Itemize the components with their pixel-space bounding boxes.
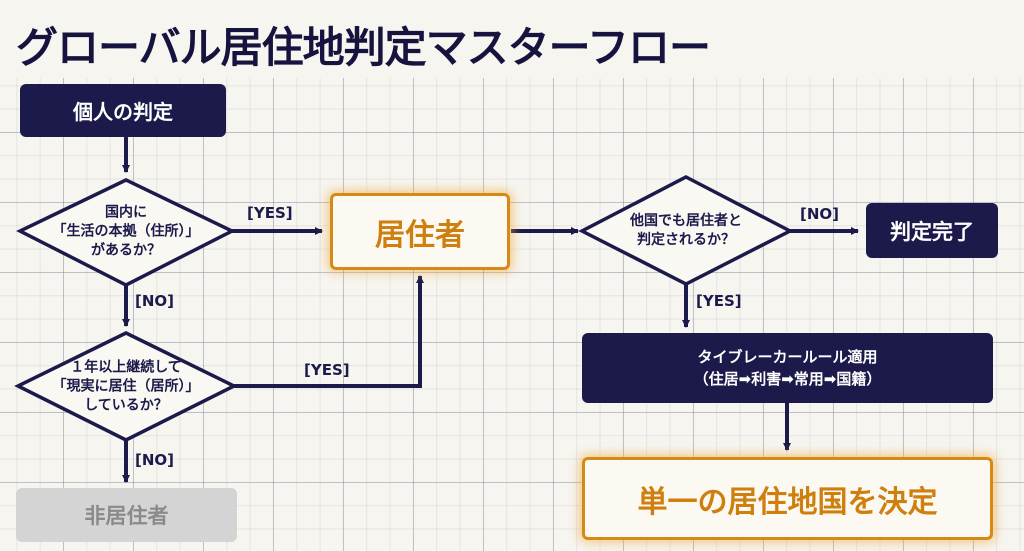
node-resident-label: 居住者 bbox=[375, 217, 465, 253]
edge-label-q1-yes: [YES] bbox=[247, 204, 293, 222]
node-start: 個人の判定 bbox=[20, 84, 226, 137]
edge-q2-yes bbox=[234, 275, 424, 388]
node-done-label: 判定完了 bbox=[890, 219, 974, 244]
edge-label-q2-yes: [YES] bbox=[304, 361, 350, 379]
decision-q2-text: １年以上継続して 「現実に居住（居所）」 しているか？ bbox=[53, 359, 200, 416]
decision-q1 bbox=[16, 178, 236, 287]
node-tiebreaker-order: （住居➡利害➡常用➡国籍） bbox=[693, 370, 882, 388]
edge-label-q3-yes: [YES] bbox=[696, 292, 742, 310]
decision-q2 bbox=[14, 331, 238, 442]
decision-q2-line: しているか？ bbox=[84, 397, 168, 414]
node-tiebreaker: タイブレーカールール適用 （住居➡利害➡常用➡国籍） bbox=[582, 333, 993, 403]
node-resident: 居住者 bbox=[330, 193, 510, 270]
edge-label-q2-no: [NO] bbox=[135, 451, 175, 469]
decision-q3-line: 判定されるか？ bbox=[637, 232, 735, 248]
node-start-label: 個人の判定 bbox=[73, 100, 173, 124]
decision-q2-line: 「現実に居住（居所）」 bbox=[52, 378, 200, 395]
edge-label-q1-no: [NO] bbox=[135, 292, 175, 310]
node-non-resident: 非居住者 bbox=[16, 488, 237, 542]
page-title: グローバル居住地判定マスターフロー bbox=[16, 23, 711, 72]
node-final-label: 単一の居住地国を決定 bbox=[637, 484, 938, 520]
decision-q1-line: 国内に bbox=[105, 204, 147, 221]
decision-q3-line: 他国でも居住者と bbox=[630, 213, 742, 229]
node-non-resident-label: 非居住者 bbox=[84, 504, 169, 528]
decision-q2-line: １年以上継続して bbox=[70, 359, 182, 376]
decision-q1-line: 「生活の本拠（住所）」 bbox=[52, 223, 200, 240]
decision-q3-text: 他国でも居住者と 判定されるか？ bbox=[630, 212, 742, 250]
decision-q1-text: 国内に 「生活の本拠（住所）」 があるか？ bbox=[53, 204, 200, 261]
node-done: 判定完了 bbox=[866, 203, 998, 258]
title-band bbox=[0, 0, 1024, 78]
node-final: 単一の居住地国を決定 bbox=[582, 457, 993, 540]
decision-q1-line: があるか？ bbox=[91, 242, 161, 259]
node-tiebreaker-title: タイブレーカールール適用 bbox=[697, 348, 878, 366]
edge-label-q3-no: [NO] bbox=[800, 205, 840, 223]
decision-q3 bbox=[578, 175, 794, 286]
